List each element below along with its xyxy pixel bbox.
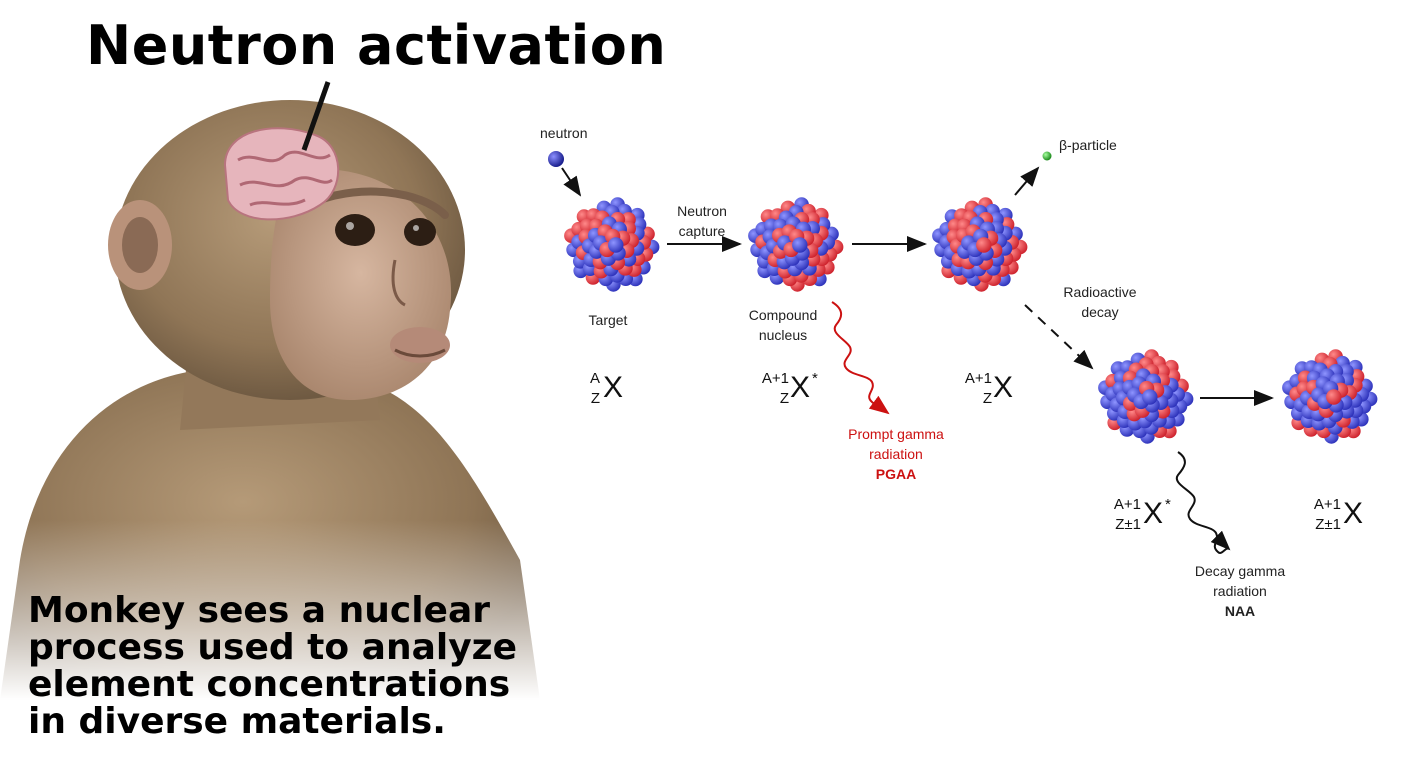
radioactive-decay-label: Radioactive decay xyxy=(1046,282,1154,322)
compound-label: Compound nucleus xyxy=(732,305,834,345)
capture-label-line1: Neutron xyxy=(677,203,727,219)
decay-label-line1: Radioactive xyxy=(1063,284,1137,300)
decay-label-line2: decay xyxy=(1081,304,1119,320)
nuclide-compound: A+1 Z X * xyxy=(752,368,842,412)
compound-label-line2: nucleus xyxy=(758,327,808,343)
mass-number: A+1 xyxy=(964,370,992,387)
proton-sphere xyxy=(1326,389,1342,405)
mass-number: A+1 xyxy=(761,370,789,387)
neutron-particle xyxy=(548,151,564,167)
excited-star: * xyxy=(1165,496,1171,513)
decay-arrow xyxy=(1024,304,1094,370)
nuclide-target: A Z X xyxy=(582,368,642,412)
element-symbol: X xyxy=(603,371,624,404)
page-title: Neutron activation xyxy=(86,14,667,77)
element-symbol: X xyxy=(1343,497,1364,530)
beta-arrow xyxy=(1014,166,1040,196)
decay-gamma-naa: NAA xyxy=(1224,603,1256,619)
prompt-label-pgaa: PGAA xyxy=(875,466,917,482)
element-symbol: X xyxy=(790,371,811,404)
decay-gamma-line1: Decay gamma xyxy=(1194,563,1286,579)
compound-nucleus xyxy=(748,197,844,292)
atomic-number: Z xyxy=(590,390,600,407)
prompt-gamma-wave xyxy=(831,301,890,415)
prompt-label-line2: radiation xyxy=(869,446,923,462)
mass-number: A xyxy=(589,370,600,387)
nuclide-product: A+1 Z±1 X xyxy=(1303,494,1383,538)
compound-label-line1: Compound xyxy=(748,307,818,323)
excited-product-nucleus xyxy=(1098,349,1194,444)
element-symbol: X xyxy=(1143,497,1164,530)
intermediate-nucleus xyxy=(932,197,1028,292)
mass-number: A+1 xyxy=(1113,496,1141,513)
excited-star: * xyxy=(812,370,818,387)
neutron-arrow xyxy=(561,167,582,197)
decay-gamma-line2: radiation xyxy=(1213,583,1267,599)
prompt-label-line1: Prompt gamma xyxy=(848,426,944,442)
neutron-sphere xyxy=(608,237,624,253)
mass-number: A+1 xyxy=(1313,496,1341,513)
target-nucleus xyxy=(564,197,660,292)
element-symbol: X xyxy=(993,371,1014,404)
atomic-number: Z±1 xyxy=(1315,516,1341,533)
capture-label-line2: capture xyxy=(678,223,726,239)
beta-particle xyxy=(1042,151,1052,161)
product-nucleus xyxy=(1282,349,1378,444)
decay-gamma-label: Decay gamma radiation NAA xyxy=(1174,561,1306,621)
target-label: Target xyxy=(588,312,628,328)
neutron-label: neutron xyxy=(540,125,588,141)
decay-gamma-wave xyxy=(1175,451,1231,554)
atomic-number: Z±1 xyxy=(1115,516,1141,533)
prompt-gamma-label: Prompt gamma radiation PGAA xyxy=(830,424,962,484)
proton-sphere xyxy=(976,237,992,253)
nuclide-excited-product: A+1 Z±1 X * xyxy=(1103,494,1193,538)
atomic-number: Z xyxy=(982,390,992,407)
neutron-sphere xyxy=(792,237,808,253)
neutron-capture-label: Neutron capture xyxy=(660,201,744,241)
caption-text: Monkey sees a nuclear process used to an… xyxy=(28,590,518,742)
monkey-illustration xyxy=(0,81,560,700)
atomic-number: Z xyxy=(779,390,789,407)
neutron-sphere xyxy=(1142,389,1158,405)
beta-label: β-particle xyxy=(1059,137,1117,153)
nuclide-intermediate: A+1 Z X xyxy=(954,368,1034,412)
